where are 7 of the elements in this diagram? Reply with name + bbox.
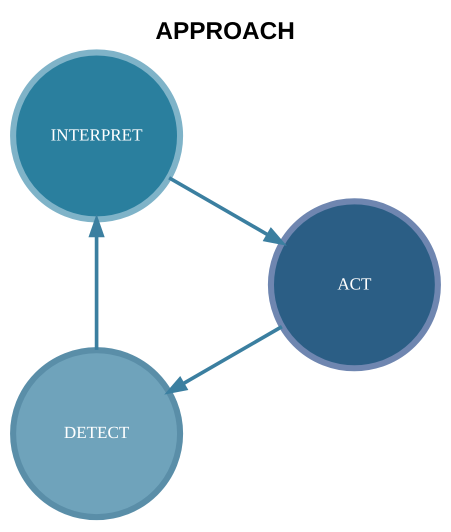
node-circle: ACT: [268, 198, 441, 371]
arrow: [88, 214, 105, 350]
arrow: [168, 176, 287, 246]
node-circle: INTERPRET: [10, 48, 184, 222]
arrow: [164, 324, 283, 394]
diagram-title: APPROACH: [155, 18, 295, 45]
node-circle: DETECT: [10, 346, 184, 520]
